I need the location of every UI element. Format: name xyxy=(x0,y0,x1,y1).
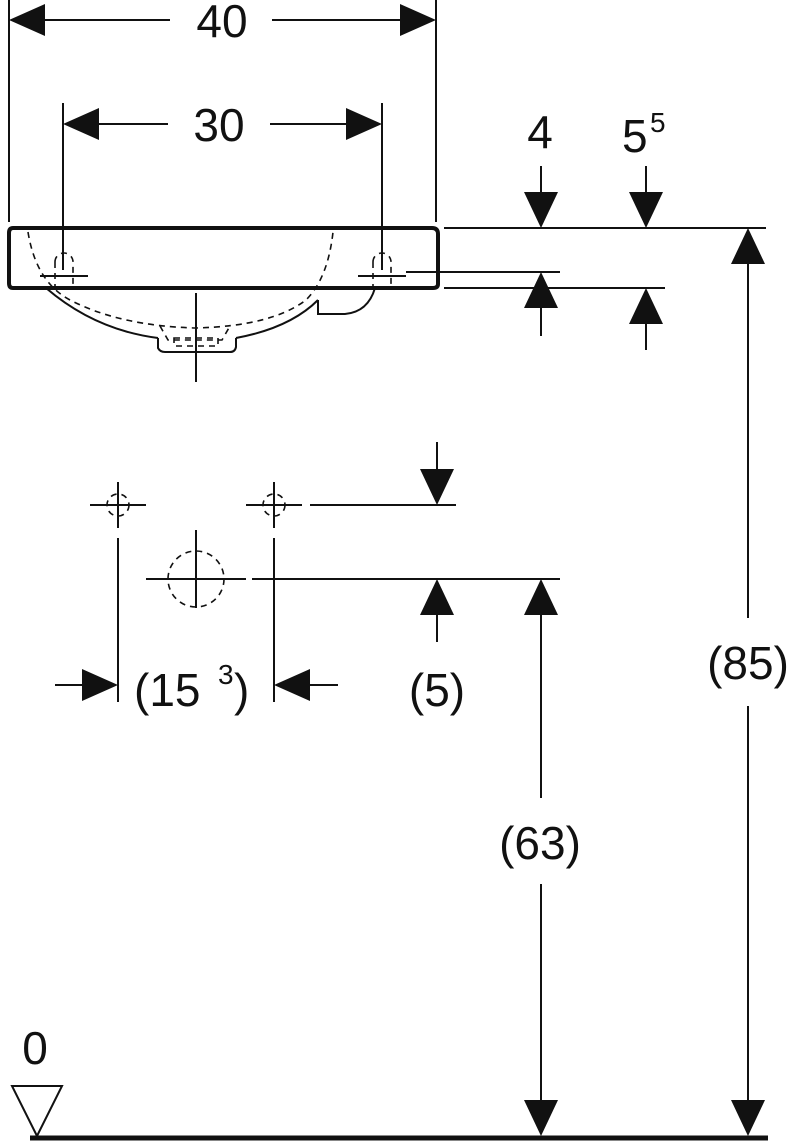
wall-connection-holes xyxy=(90,482,560,702)
rim-arrow-up xyxy=(524,272,558,308)
floor-level-triangle-icon xyxy=(10,1085,64,1139)
hole-wall-arrow-right xyxy=(274,669,310,701)
hole-spacing-arrow-left xyxy=(63,108,99,140)
width-label: 40 xyxy=(196,0,247,47)
hole-wall-label: (15 xyxy=(134,664,200,716)
width-arrow-left xyxy=(9,4,45,36)
width-dimension: 40 xyxy=(8,0,437,222)
hole-offset-arrow-up xyxy=(420,579,454,615)
overflow-height-label: 5 xyxy=(622,110,648,162)
hole-offset-arrow-down xyxy=(420,469,454,505)
overflow-arrow-up xyxy=(629,288,663,324)
supply-height-label: (63) xyxy=(499,817,581,869)
overflow-arrow-down xyxy=(629,192,663,228)
hole-spacing-arrow-right xyxy=(346,108,382,140)
floor-level: 0 xyxy=(10,1022,768,1141)
supply-arrow-up xyxy=(524,579,558,615)
rim-thickness-label: 4 xyxy=(527,106,553,158)
overflow-height-sup: 5 xyxy=(650,107,666,138)
hole-wall-close: ) xyxy=(234,664,249,716)
basin-side-view xyxy=(7,226,440,382)
hole-offset-label: (5) xyxy=(409,664,465,716)
supply-arrow-down xyxy=(524,1100,558,1136)
hole-spacing-label: 30 xyxy=(193,99,244,151)
total-arrow-down xyxy=(731,1100,765,1136)
total-height-label: (85) xyxy=(707,637,789,689)
hole-wall-arrow-left xyxy=(82,669,118,701)
hole-wall-sup: 3 xyxy=(218,659,234,690)
floor-level-label: 0 xyxy=(22,1022,48,1074)
hole-spacing-dimension: 30 xyxy=(62,99,383,270)
total-arrow-up xyxy=(731,228,765,264)
total-height-dimension: (85) xyxy=(707,228,789,1136)
hole-wall-spacing-dimension: (15 3 ) xyxy=(55,659,338,716)
supply-height-dimension: (63) xyxy=(499,579,581,1136)
hole-offset-dimension: (5) xyxy=(409,442,465,716)
rim-arrow-down xyxy=(524,192,558,228)
rim-dimensions: 4 5 5 xyxy=(406,106,766,350)
width-arrow-right xyxy=(400,4,436,36)
